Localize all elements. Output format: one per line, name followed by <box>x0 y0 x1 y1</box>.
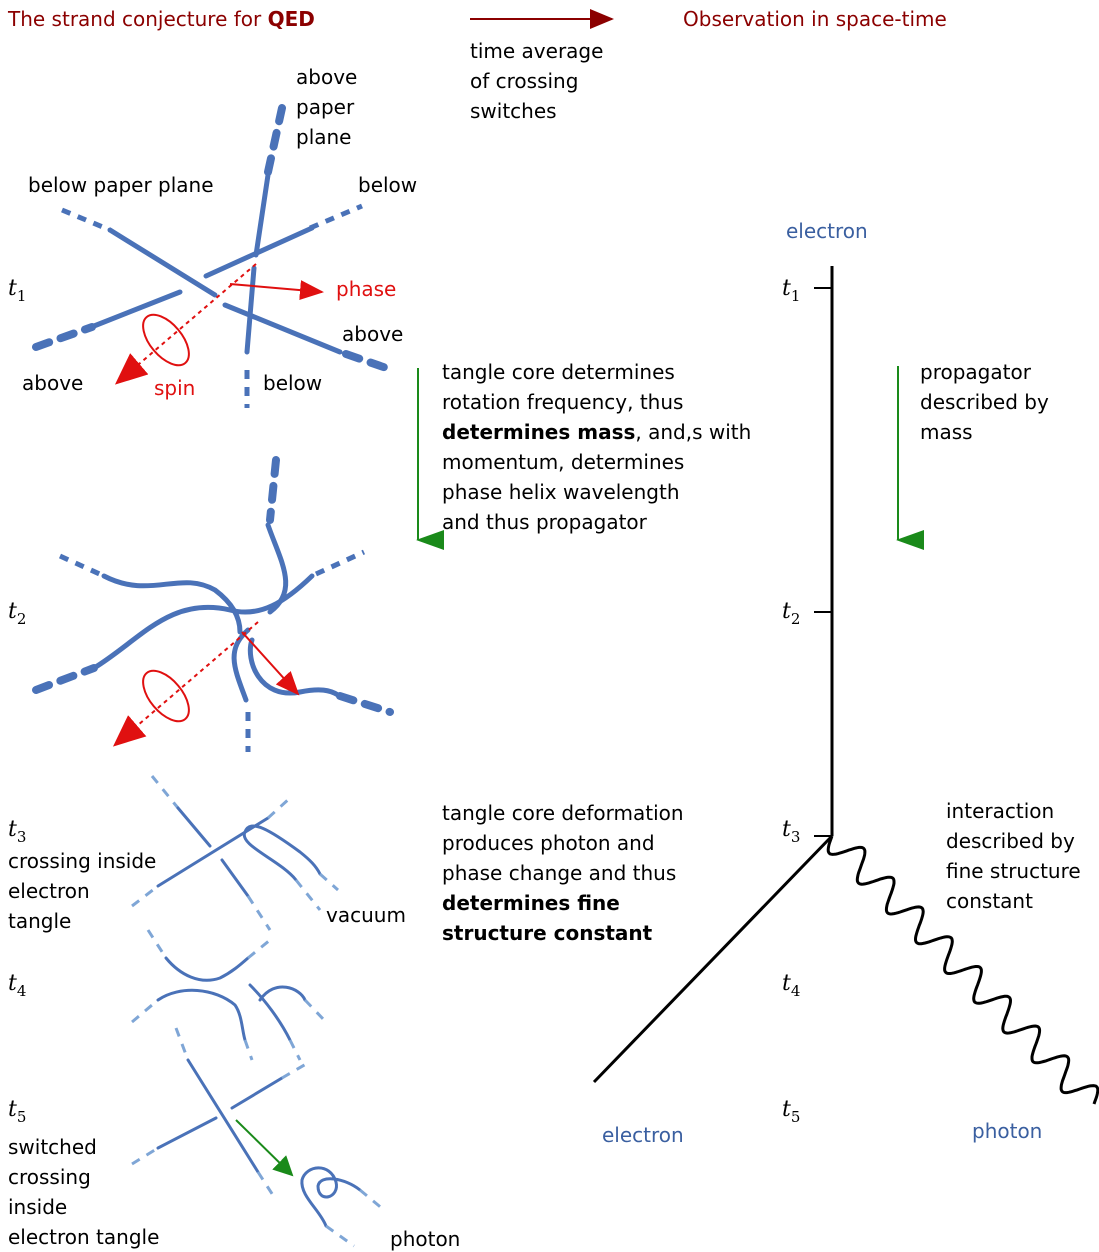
t4-strand-1 <box>164 956 250 982</box>
t2-end-lower-right <box>336 692 394 716</box>
spacetime-diagram: electron t1 t2 t3 t4 t5 propagator descr… <box>592 219 1099 1147</box>
t2-strand-b <box>91 573 315 671</box>
below-bottom-label: below <box>263 371 322 395</box>
below-right-label: below <box>358 173 417 197</box>
time-label-t3-right: t3 <box>782 817 800 846</box>
phase-arrow <box>229 280 324 301</box>
t5-strand-1 <box>186 1058 260 1174</box>
time-label-t4-right: t4 <box>782 971 800 1000</box>
above-right-label: above <box>342 322 403 346</box>
tangle-t2 <box>32 456 394 752</box>
time-label-t2-right: t2 <box>782 599 800 628</box>
strand-3 <box>91 289 183 329</box>
time-label-t5-right: t5 <box>782 1097 800 1126</box>
time-label-t1-left: t1 <box>8 276 26 305</box>
strand-end-right <box>309 203 363 231</box>
switched-crossing-label: switched crossing inside electron tangle <box>8 1135 159 1249</box>
t4-dash-2b <box>243 1039 254 1061</box>
t5-dash-2 <box>131 1146 159 1166</box>
t2-end-left <box>58 553 106 579</box>
spin-ellipse <box>142 313 190 367</box>
t5-strand-2b <box>230 1076 284 1110</box>
time-label-t5-left: t5 <box>8 1097 26 1126</box>
time-label-t2-left: t2 <box>8 599 26 628</box>
t4-dash-1 <box>146 929 168 959</box>
t3-dash-1b <box>246 895 272 931</box>
t3-dash-loop2 <box>319 872 339 892</box>
t3-dash-2 <box>131 884 159 908</box>
t3-strand-1b <box>220 858 250 898</box>
t2-strand-c <box>265 522 289 615</box>
t4-dash-2 <box>131 998 159 1024</box>
tangle-t4 <box>131 929 328 1061</box>
strand-end-lower-left <box>32 323 96 351</box>
t4-dash-3 <box>288 1039 302 1061</box>
arrow-caption: time average of crossing switches <box>470 39 610 123</box>
propagator-text: propagator described by mass <box>920 360 1055 444</box>
below-paper-plane-label: below paper plane <box>28 173 214 197</box>
t4-dash-3b <box>303 998 328 1024</box>
t2-end-lower-left <box>32 664 98 694</box>
photon-label: photon <box>972 1119 1042 1143</box>
t3-strand-2 <box>156 816 270 888</box>
t5-strand-2a <box>156 1116 218 1150</box>
strand-end-lower-right <box>342 350 396 374</box>
above-paper-plane-label: above paper plane <box>296 65 364 149</box>
photon-knot <box>300 1166 362 1228</box>
fine-text: tangle core deformation produces photon … <box>442 801 690 945</box>
t3-dash-2b <box>266 796 292 820</box>
electron-outgoing <box>592 834 834 1084</box>
strand-end-left <box>61 207 111 233</box>
strand-end-top <box>264 104 286 176</box>
interaction-text: interaction described by fine structure … <box>946 799 1087 913</box>
t5-green-arrow <box>235 1119 294 1177</box>
spin-label: spin <box>154 376 195 400</box>
t3-dash-loop <box>294 879 322 911</box>
photon-dash-2 <box>325 1224 355 1248</box>
strand-4b <box>244 265 257 355</box>
strand-1b <box>222 302 343 355</box>
t2-phase-arrow <box>241 631 300 696</box>
t5-dash-2b <box>281 1062 307 1080</box>
vacuum-label: vacuum <box>326 903 406 927</box>
above-left-label: above <box>22 371 83 395</box>
t2-end-right <box>314 549 366 577</box>
left-title: The strand conjecture for QED <box>7 7 315 31</box>
t4-strand-2 <box>156 988 247 1042</box>
time-label-t1-right: t1 <box>782 276 800 305</box>
photon-small-label: photon <box>390 1227 460 1251</box>
tangle-t1: above paper plane below paper plane belo… <box>22 65 417 408</box>
t2-end-top <box>266 456 280 524</box>
t3-loop <box>242 824 322 882</box>
t5-dash-1b <box>256 1171 278 1201</box>
t2-spin-ellipse <box>142 669 190 723</box>
phase-label: phase <box>336 277 396 301</box>
photon-wavy-line <box>826 835 1099 1105</box>
mass-text: tangle core determines rotation frequenc… <box>442 360 758 534</box>
strand-2 <box>203 225 315 279</box>
t4-strand-3 <box>248 983 307 1042</box>
t4-dash-1b <box>247 938 271 960</box>
electron-top-label: electron <box>786 219 868 243</box>
spin-axis-arrow <box>114 263 257 385</box>
photon-dash-1 <box>359 1188 385 1212</box>
crossing-inside-label: crossing inside electron tangle <box>8 849 163 933</box>
strand-4 <box>253 172 271 258</box>
t2-strand-a <box>101 573 243 635</box>
right-title: Observation in space-time <box>683 7 947 31</box>
time-label-t3-left: t3 <box>8 817 26 846</box>
tangle-t3: crossing inside electron tangle vacuum <box>8 775 406 933</box>
time-label-t4-left: t4 <box>8 971 26 1000</box>
t5-dash-1 <box>174 1027 190 1061</box>
t2-strand-e <box>247 637 341 698</box>
strand-1 <box>107 227 218 298</box>
t3-strand-1 <box>176 806 212 848</box>
electron-bottom-label: electron <box>602 1123 684 1147</box>
t3-dash-1 <box>150 775 180 809</box>
tangle-t5: switched crossing inside electron tangle… <box>8 1027 460 1251</box>
t2-strand-d <box>231 627 251 703</box>
